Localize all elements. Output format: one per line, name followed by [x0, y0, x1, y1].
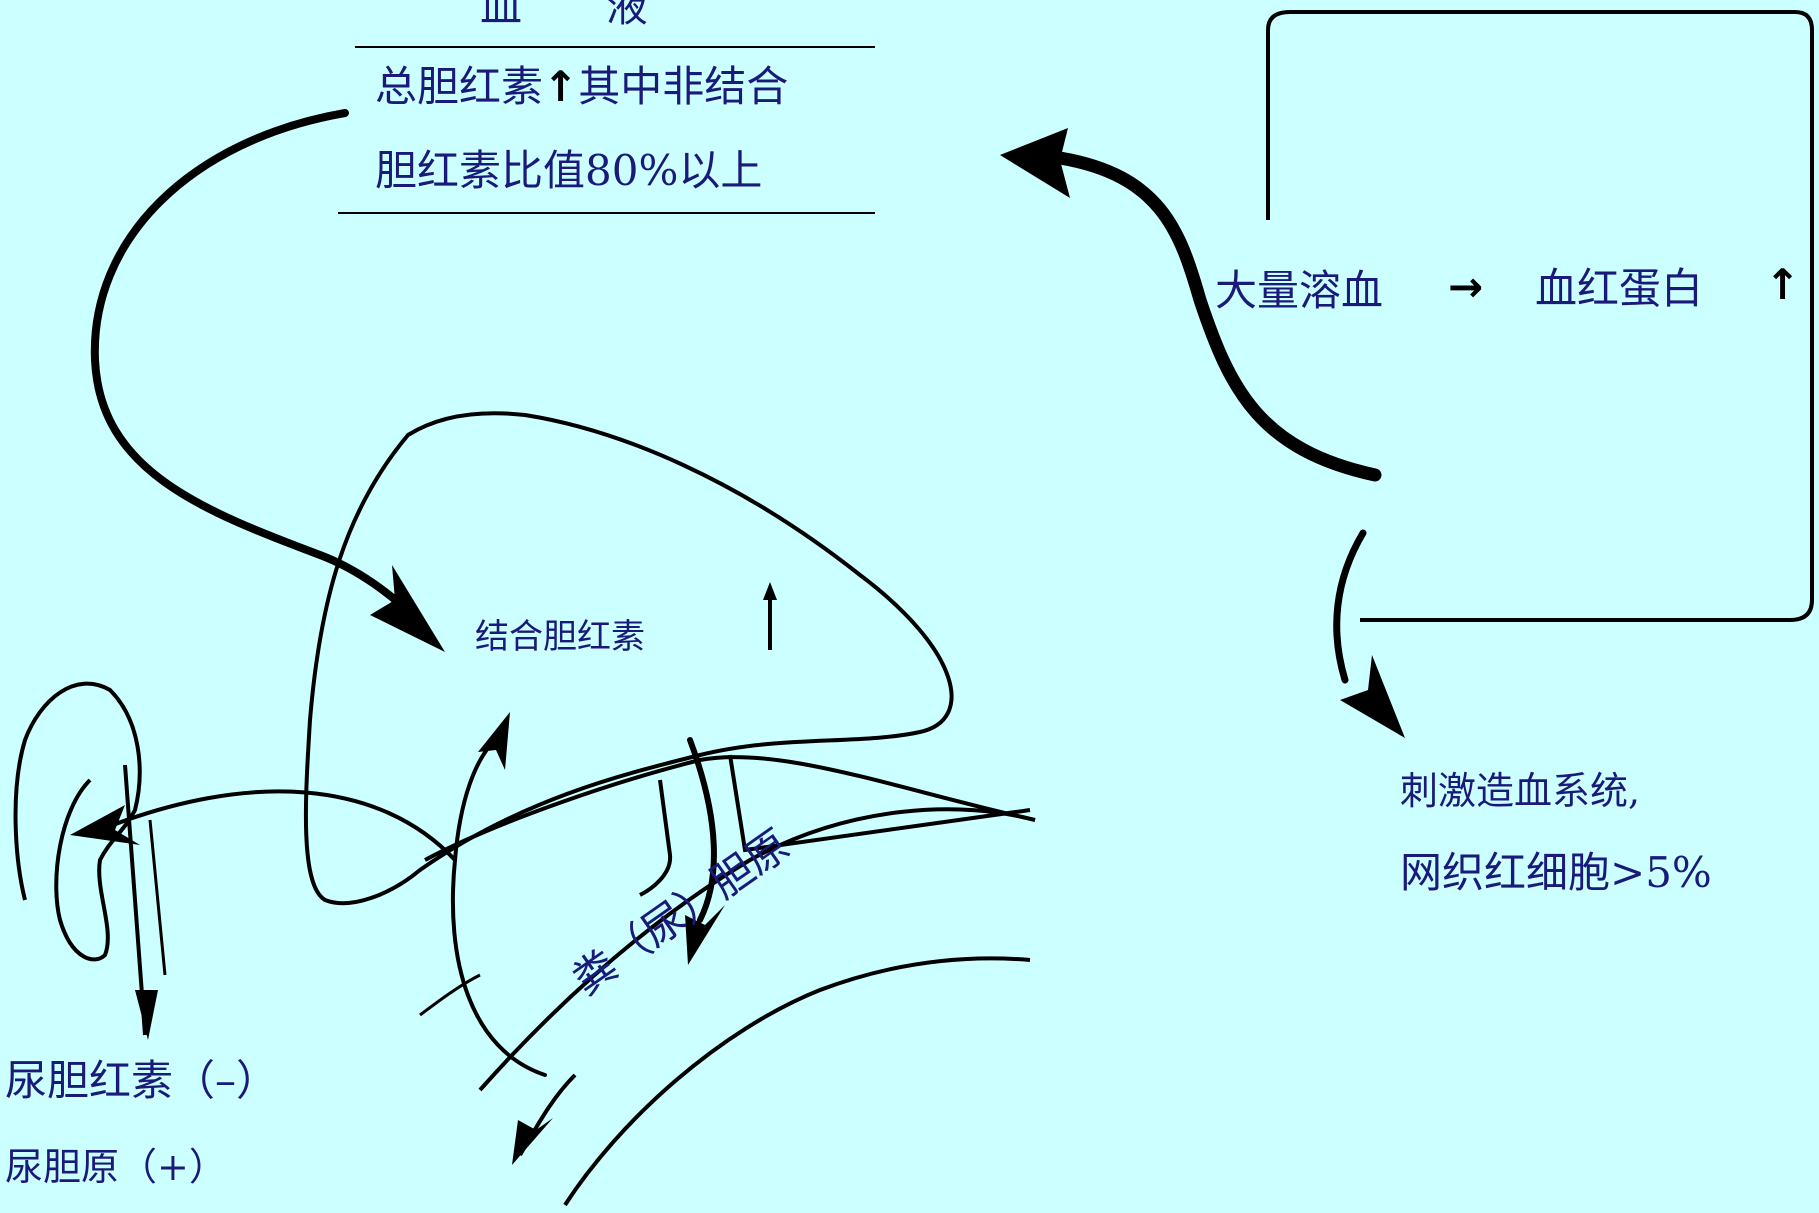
liver-outline — [303, 411, 954, 906]
conjugated-bilirubin-label: 结合胆红素 — [475, 617, 645, 657]
reticulocyte-label: 网织红细胞>5% — [1400, 848, 1712, 897]
unconjugated-label: 其中非结合 — [578, 62, 789, 111]
urine-urobilinogen-label: 尿胆原（+） — [5, 1145, 227, 1189]
intestine-lower-wall — [563, 956, 1031, 1207]
duct-down-arrow — [687, 737, 717, 923]
increase-arrow-icon: ↑ — [543, 62, 579, 111]
hemoglobin-up-arrow-icon: ↑ — [1765, 260, 1801, 309]
hemolysis-to-blood-arrow — [1053, 151, 1382, 482]
enterohepatic-return-arrow — [450, 738, 547, 1077]
marrow-arrow — [1333, 529, 1367, 684]
feedback-loop-outline — [1266, 10, 1814, 622]
intestine-inner-wall — [478, 807, 1036, 1092]
blood-to-liver-arrow — [90, 109, 414, 616]
hemolysis-label: 大量溶血 — [1215, 266, 1384, 315]
blood-to-liver-arrowhead — [370, 565, 445, 652]
hemolysis-to-blood-arrowhead — [1000, 128, 1070, 198]
hemoglobin-label: 血红蛋白 — [1535, 264, 1704, 313]
bilirubin-ratio-line: 胆红素比值80%以上 — [375, 146, 763, 195]
hemolysis-arrow-icon: → — [1448, 262, 1484, 311]
to-kidney-arrow — [98, 789, 457, 862]
marrow-arrowhead — [1340, 655, 1405, 738]
blood-title: 血 液 — [480, 0, 649, 31]
bile-duct — [639, 779, 673, 897]
kidney-outline — [13, 681, 142, 962]
marrow-stimulation-label: 刺激造血系统, — [1400, 769, 1641, 813]
total-bilirubin-line: 总胆红素↑其中非结合 — [375, 66, 788, 108]
urine-bilirubin-label: 尿胆红素（–） — [5, 1056, 279, 1105]
total-bilirubin-label: 总胆红素 — [375, 62, 544, 111]
